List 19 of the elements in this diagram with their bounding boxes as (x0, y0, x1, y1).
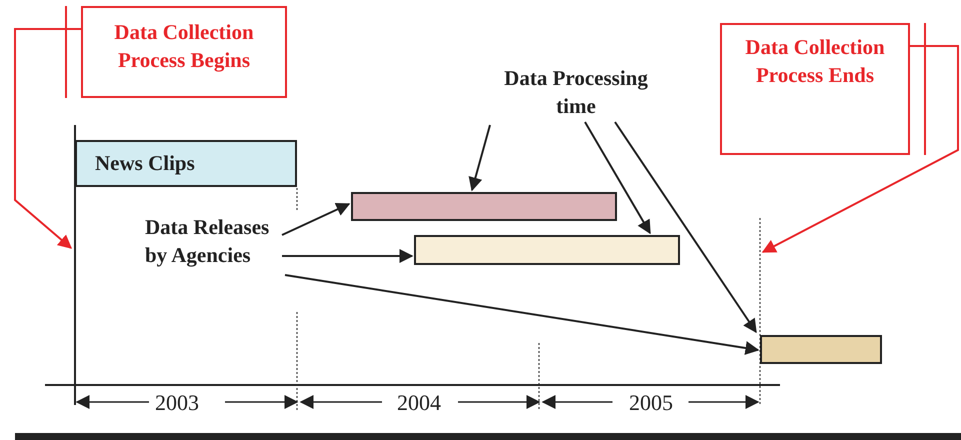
arrow (282, 249, 414, 263)
timeline-bar (75, 140, 297, 187)
annotation-text: Data Releases by Agencies (145, 213, 277, 301)
timeline-bar (351, 192, 617, 221)
callout-text: Data Collection Process Ends (744, 34, 886, 89)
arrow (584, 122, 651, 234)
callout-box (81, 6, 287, 98)
arrow (468, 124, 491, 192)
callout-box (720, 23, 910, 155)
leader-arrow (14, 28, 81, 249)
arrow (284, 274, 760, 355)
bar-label: News Clips (95, 151, 195, 176)
timeline-bar (414, 235, 680, 265)
leader-arrow (762, 45, 959, 253)
arrow (282, 202, 350, 236)
arrow (614, 121, 757, 334)
timeline-bar (760, 335, 882, 364)
callout-text: Data Collection Process Begins (113, 19, 255, 74)
annotation-text: Data Processing time (484, 64, 668, 122)
